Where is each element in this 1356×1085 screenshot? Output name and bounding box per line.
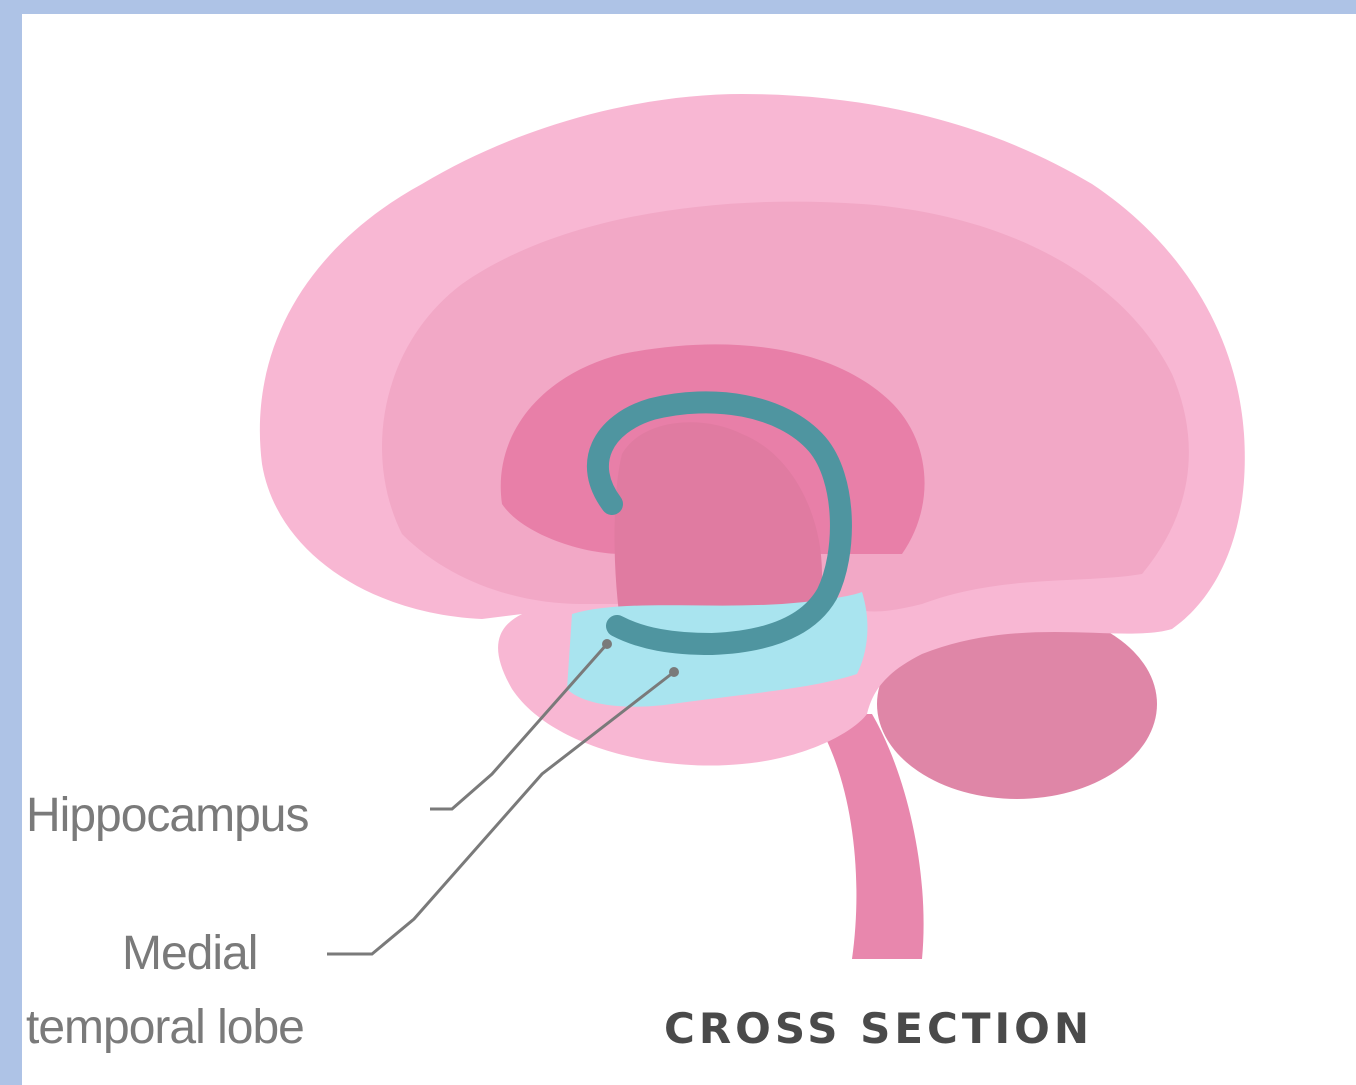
hippocampus-pointer-dot	[602, 639, 612, 649]
cross-section-caption: CROSS SECTION	[664, 1004, 1093, 1053]
mtl-pointer-dot	[669, 667, 679, 677]
diagram-canvas: Hippocampus Medial temporal lobe CROSS S…	[22, 14, 1356, 1085]
hippocampus-label: Hippocampus	[26, 792, 308, 840]
medial-temporal-lobe-label-line-1: Medial	[122, 930, 257, 978]
medial-temporal-lobe-label-line-2: temporal lobe	[26, 1004, 304, 1052]
brain-cross-section-illustration	[22, 14, 1356, 1085]
